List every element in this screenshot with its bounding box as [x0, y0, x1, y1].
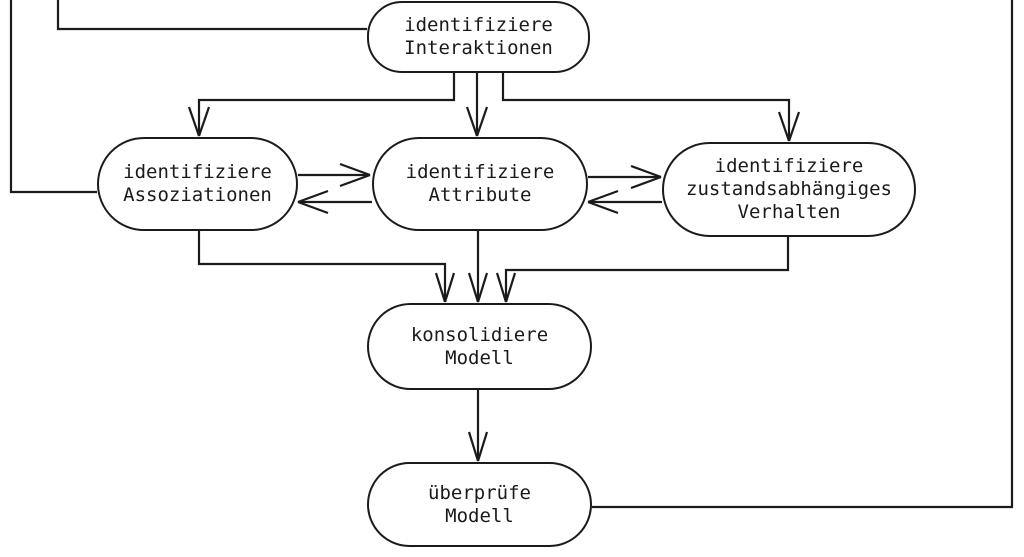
edge-offscreen-to-interaktionen	[56, 0, 367, 31]
node-label-line: Assoziationen	[123, 184, 272, 206]
node-label-line: zustandsabhängiges	[686, 178, 892, 200]
node-ueberpruefe-modell: überprüfe Modell	[367, 462, 592, 547]
node-label-line: identifiziere	[714, 155, 864, 177]
node-identifiziere-interaktionen: identifiziere Interaktionen	[367, 1, 590, 73]
node-label-line: überprüfe	[428, 481, 531, 504]
edge-ueberpruefe-to-offscreen	[592, 0, 1014, 509]
node-label-line: Interaktionen	[404, 37, 553, 59]
edge-interaktionen-to-attribute	[465, 73, 489, 137]
node-label-line: Modell	[445, 346, 514, 369]
node-identifiziere-assoziationen: identifiziere Assoziationen	[97, 137, 298, 231]
edge-konsolidiere-to-ueberpruefe	[467, 390, 489, 462]
edge-assoziationen-to-attribute	[298, 162, 371, 188]
edge-verhalten-to-attribute	[587, 189, 662, 215]
node-label-line: identifiziere	[405, 161, 555, 183]
node-label-line: Modell	[445, 504, 514, 527]
node-label-line: konsolidiere	[410, 323, 549, 346]
edge-attribute-to-assoziationen	[297, 189, 372, 215]
node-label-line: identifiziere	[404, 14, 553, 36]
edge-attribute-to-konsolidiere	[467, 231, 489, 303]
edge-interaktionen-to-verhalten	[501, 73, 801, 142]
node-label-line: Attribute	[428, 184, 532, 206]
edge-assoziationen-to-konsolidiere	[197, 231, 456, 303]
node-identifiziere-zustandsabhaengiges-verhalten: identifiziere zustandsabhängiges Verhalt…	[662, 142, 916, 237]
edge-verhalten-to-konsolidiere	[495, 237, 790, 303]
edge-attribute-to-verhalten	[588, 164, 662, 190]
node-identifiziere-attribute: identifiziere Attribute	[372, 137, 588, 231]
edge-offscreen-to-assoziationen	[9, 0, 97, 194]
node-konsolidiere-modell: konsolidiere Modell	[367, 303, 592, 390]
edge-interaktionen-to-assoziationen	[187, 73, 456, 137]
node-label-line: Verhalten	[737, 201, 841, 223]
node-label-line: identifiziere	[123, 161, 272, 183]
